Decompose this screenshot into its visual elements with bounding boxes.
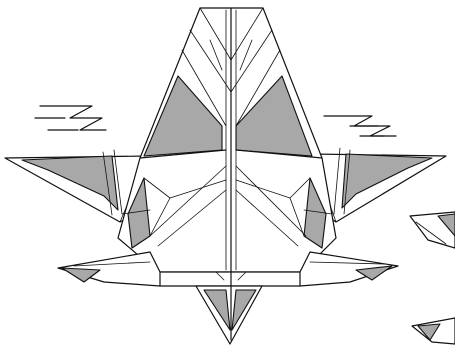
motion-symbol-right [324,116,396,136]
right-wing [312,148,446,222]
main-body [118,8,336,272]
partial-figure-right [410,212,455,344]
motion-symbol-left [35,106,106,130]
